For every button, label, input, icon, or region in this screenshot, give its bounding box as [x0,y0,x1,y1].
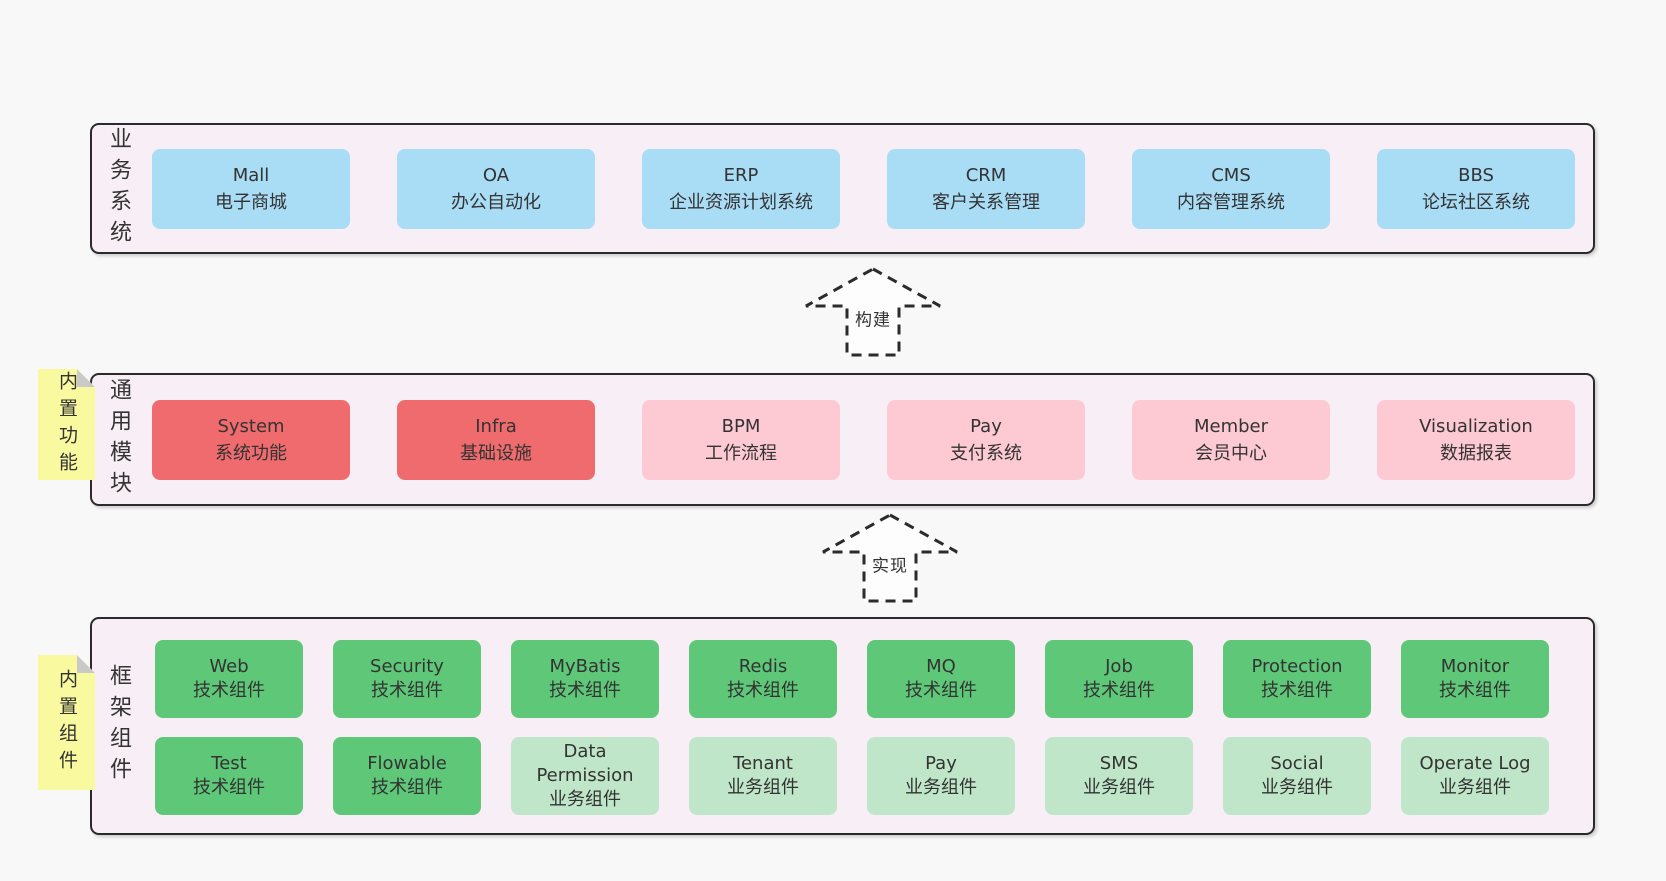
box-title: Visualization [1419,415,1533,437]
module-box-web: Web 技术组件 [155,640,303,718]
modules-box-row: System 系统功能 Infra 基础设施 BPM 工作流程 Pay 支付系统 Member 会… [152,375,1575,504]
box-title: BPM [721,415,761,437]
box-subtitle: 基础设施 [460,442,532,464]
module-box-member: Member 会员中心 [1132,399,1330,480]
box-title: BBS [1458,164,1494,186]
module-box-pay: Pay 支付系统 [887,399,1085,480]
box-subtitle: 支付系统 [950,442,1022,464]
box-title: Web [209,655,249,677]
implement-arrow: 实现 [820,512,960,604]
box-title: System [217,415,285,437]
box-subtitle: 技术组件 [371,680,443,701]
box-title: Operate Log [1419,752,1531,774]
box-subtitle: 技术组件 [727,680,799,701]
box-title: Pay [970,415,1002,437]
module-box-bbs: BBS 论坛社区系统 [1377,148,1575,229]
layer-components-label: 框架组件 [106,664,131,788]
layer-common-modules: 通用模块 System 系统功能 Infra 基础设施 BPM 工作流程 Pay 支付系统 Me… [90,373,1595,506]
box-subtitle: 客户关系管理 [932,191,1040,213]
box-title: Monitor [1440,655,1510,677]
box-subtitle: 办公自动化 [451,191,541,213]
sticky-note-built-in-components: 内置组件 [38,655,95,790]
module-box-sms: SMS 业务组件 [1045,737,1193,815]
module-box-mq: MQ 技术组件 [867,640,1015,718]
business-box-row: Mall 电子商城 OA 办公自动化 ERP 企业资源计划系统 CRM 客户关系管理 CMS 内容… [152,125,1575,252]
implement-arrow-label: 实现 [869,550,911,578]
module-box-job: Job 技术组件 [1045,640,1193,718]
box-title: Test [211,752,247,774]
box-title: OA [482,164,510,186]
module-box-mybatis: MyBatis 技术组件 [511,640,659,718]
module-box-test: Test 技术组件 [155,737,303,815]
box-subtitle: 内容管理系统 [1177,191,1285,213]
box-subtitle: 会员中心 [1195,442,1267,464]
box-title: Flowable [367,752,447,774]
module-box-crm: CRM 客户关系管理 [887,148,1085,229]
module-box-visualization: Visualization 数据报表 [1377,399,1575,480]
box-title: Protection [1251,655,1343,677]
box-title: Mall [232,164,270,186]
module-box-pay: Pay 业务组件 [867,737,1015,815]
box-subtitle: 论坛社区系统 [1422,191,1530,213]
module-box-social: Social 业务组件 [1223,737,1371,815]
box-subtitle: 业务组件 [549,789,621,811]
box-title: CRM [965,164,1007,186]
layer-business-systems: 业务系统 Mall 电子商城 OA 办公自动化 ERP 企业资源计划系统 CRM 客户关系管理… [90,123,1595,254]
box-subtitle: 电子商城 [215,191,287,213]
box-subtitle: 技术组件 [1083,680,1155,701]
module-box-mall: Mall 电子商城 [152,148,350,229]
box-title: Data Permission [536,740,634,786]
module-box-data-permission: Data Permission 业务组件 [511,737,659,815]
box-title: SMS [1099,752,1139,774]
box-subtitle: 技术组件 [1261,680,1333,701]
module-box-erp: ERP 企业资源计划系统 [642,148,840,229]
box-title: Security [370,655,444,677]
sticky-note-built-in-functions: 内置功能 [38,369,95,480]
module-box-monitor: Monitor 技术组件 [1401,640,1549,718]
box-title: ERP [723,164,759,186]
layer-business-label: 业务系统 [106,126,131,251]
module-box-system: System 系统功能 [152,399,350,480]
box-title: CMS [1211,164,1251,186]
module-box-oa: OA 办公自动化 [397,148,595,229]
box-title: Job [1105,655,1133,677]
box-subtitle: 业务组件 [1439,777,1511,798]
module-box-operate-log: Operate Log 业务组件 [1401,737,1549,815]
box-title: Social [1270,752,1324,774]
box-subtitle: 业务组件 [1261,777,1333,798]
box-subtitle: 工作流程 [705,442,777,464]
module-box-protection: Protection 技术组件 [1223,640,1371,718]
module-box-tenant: Tenant 业务组件 [689,737,837,815]
box-subtitle: 业务组件 [727,777,799,798]
build-arrow-label: 构建 [852,304,894,332]
box-subtitle: 业务组件 [1083,777,1155,798]
box-title: MyBatis [549,655,621,677]
build-arrow: 构建 [803,266,943,358]
box-subtitle: 技术组件 [549,680,621,701]
box-subtitle: 技术组件 [193,777,265,798]
module-box-bpm: BPM 工作流程 [642,399,840,480]
box-subtitle: 业务组件 [905,777,977,798]
box-subtitle: 技术组件 [193,680,265,701]
module-box-infra: Infra 基础设施 [397,399,595,480]
box-subtitle: 企业资源计划系统 [669,191,813,213]
module-box-cms: CMS 内容管理系统 [1132,148,1330,229]
box-title: Pay [925,752,957,774]
module-box-security: Security 技术组件 [333,640,481,718]
layer-modules-label: 通用模块 [106,377,131,502]
box-title: Redis [738,655,788,677]
box-subtitle: 系统功能 [215,442,287,464]
box-subtitle: 技术组件 [371,777,443,798]
box-subtitle: 数据报表 [1440,442,1512,464]
box-title: Tenant [733,752,793,774]
box-title: Member [1193,415,1269,437]
module-box-flowable: Flowable 技术组件 [333,737,481,815]
box-subtitle: 技术组件 [1439,680,1511,701]
box-title: Infra [475,415,517,437]
box-title: MQ [926,655,956,677]
box-subtitle: 技术组件 [905,680,977,701]
module-box-redis: Redis 技术组件 [689,640,837,718]
